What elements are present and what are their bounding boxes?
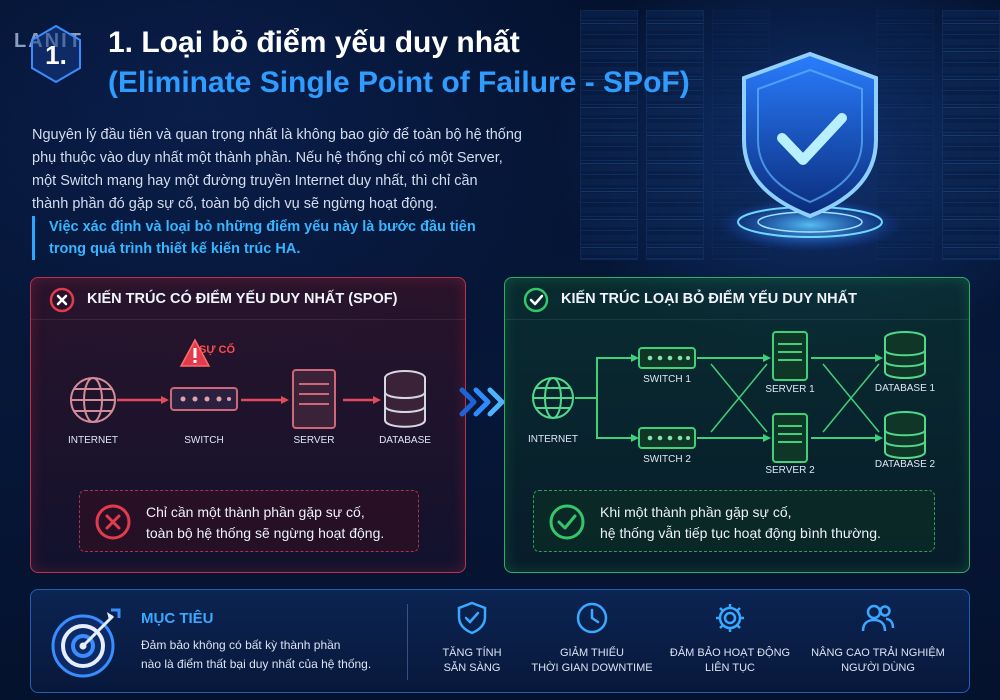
ha-database-2-icon [884,411,926,459]
ha-node-switch-1: SWITCH 1 [643,374,691,385]
ha-panel-header: KIẾN TRÚC LOẠI BỎ ĐIỂM YẾU DUY NHẤT [505,278,969,320]
switch-device-icon [170,387,238,411]
ha-panel-title: KIẾN TRÚC LOẠI BỎ ĐIỂM YẾU DUY NHẤT [561,291,857,307]
spof-node-internet: INTERNET [68,435,118,446]
benefit-availability: TĂNG TÍNH SẴN SÀNG [397,600,547,676]
goal-title: MỤC TIÊU [141,610,214,627]
database-icon [384,370,426,428]
ha-node-internet: INTERNET [528,434,578,445]
ha-diagram [532,331,926,463]
ha-switch-2-icon [638,427,696,449]
ha-architecture-panel: KIẾN TRÚC LOẠI BỎ ĐIỂM YẾU DUY NHẤT [504,277,970,573]
intro-paragraph: Nguyên lý đầu tiên và quan trọng nhất là… [32,127,522,212]
target-arrow-icon [51,608,121,678]
spof-panel-title: KIẾN TRÚC CÓ ĐIỂM YẾU DUY NHẤT (SPOF) [87,291,398,307]
ha-node-switch-2: SWITCH 2 [643,454,691,465]
ha-node-server-1: SERVER 1 [765,384,815,395]
users-icon [861,604,895,632]
shield-check-illustration [710,40,910,280]
warning-triangle-icon [179,338,211,367]
goal-section: MỤC TIÊU Đảm bảo không có bất kỳ thành p… [30,589,970,693]
success-check-icon [549,504,585,540]
spof-diagram [70,338,426,429]
spof-note: Chỉ cần một thành phần gặp sự cố, toàn b… [79,490,419,552]
page-subtitle: (Eliminate Single Point of Failure - SPo… [108,66,690,99]
failure-label: SỰ CỐ [199,344,236,356]
section-number: 1. [45,40,67,70]
ha-server-1-icon [772,331,808,381]
check-circle-icon [523,287,549,313]
spof-node-switch: SWITCH [184,435,224,446]
error-x-icon [49,287,75,313]
ha-node-database-1: DATABASE 1 [874,383,936,394]
spof-architecture-panel: KIẾN TRÚC CÓ ĐIỂM YẾU DUY NHẤT (SPOF) [30,277,466,573]
chevron-right-arrows-icon [456,384,512,420]
spof-node-database: DATABASE [379,435,431,446]
goal-description: Đảm bảo không có bất kỳ thành phần nào l… [141,638,372,671]
page-title: 1. Loại bỏ điểm yếu duy nhất [108,26,520,59]
highlight-callout: Việc xác định và loại bỏ những điểm yếu … [32,216,552,260]
ha-node-server-2: SERVER 2 [765,465,815,476]
ha-database-1-icon [884,331,926,379]
shield-check-icon [457,601,487,635]
section-number-badge [30,24,82,84]
ha-server-2-icon [772,413,808,463]
ha-node-database-2: DATABASE 2 [874,459,936,470]
benefit-user-experience: NÂNG CAO TRẢI NGHIỆM NGƯỜI DÙNG [803,600,953,676]
gear-icon [716,604,744,632]
spof-panel-header: KIẾN TRÚC CÓ ĐIỂM YẾU DUY NHẤT (SPOF) [31,278,465,320]
internet-globe-icon [70,377,116,423]
clock-icon [576,602,608,634]
error-circle-x-icon [95,504,131,540]
ha-internet-globe-icon [532,377,574,419]
goal-divider [407,604,408,680]
ha-note: Khi một thành phần gặp sự cố, hệ thống v… [533,490,935,552]
benefit-reduce-downtime: GIẢM THIỂU THỜI GIAN DOWNTIME [517,600,667,676]
ha-switch-1-icon [638,347,696,369]
spof-node-server: SERVER [293,435,335,446]
benefit-continuous-operation: ĐẢM BẢO HOẠT ĐỘNG LIÊN TỤC [655,600,805,676]
server-tower-icon [292,369,336,429]
